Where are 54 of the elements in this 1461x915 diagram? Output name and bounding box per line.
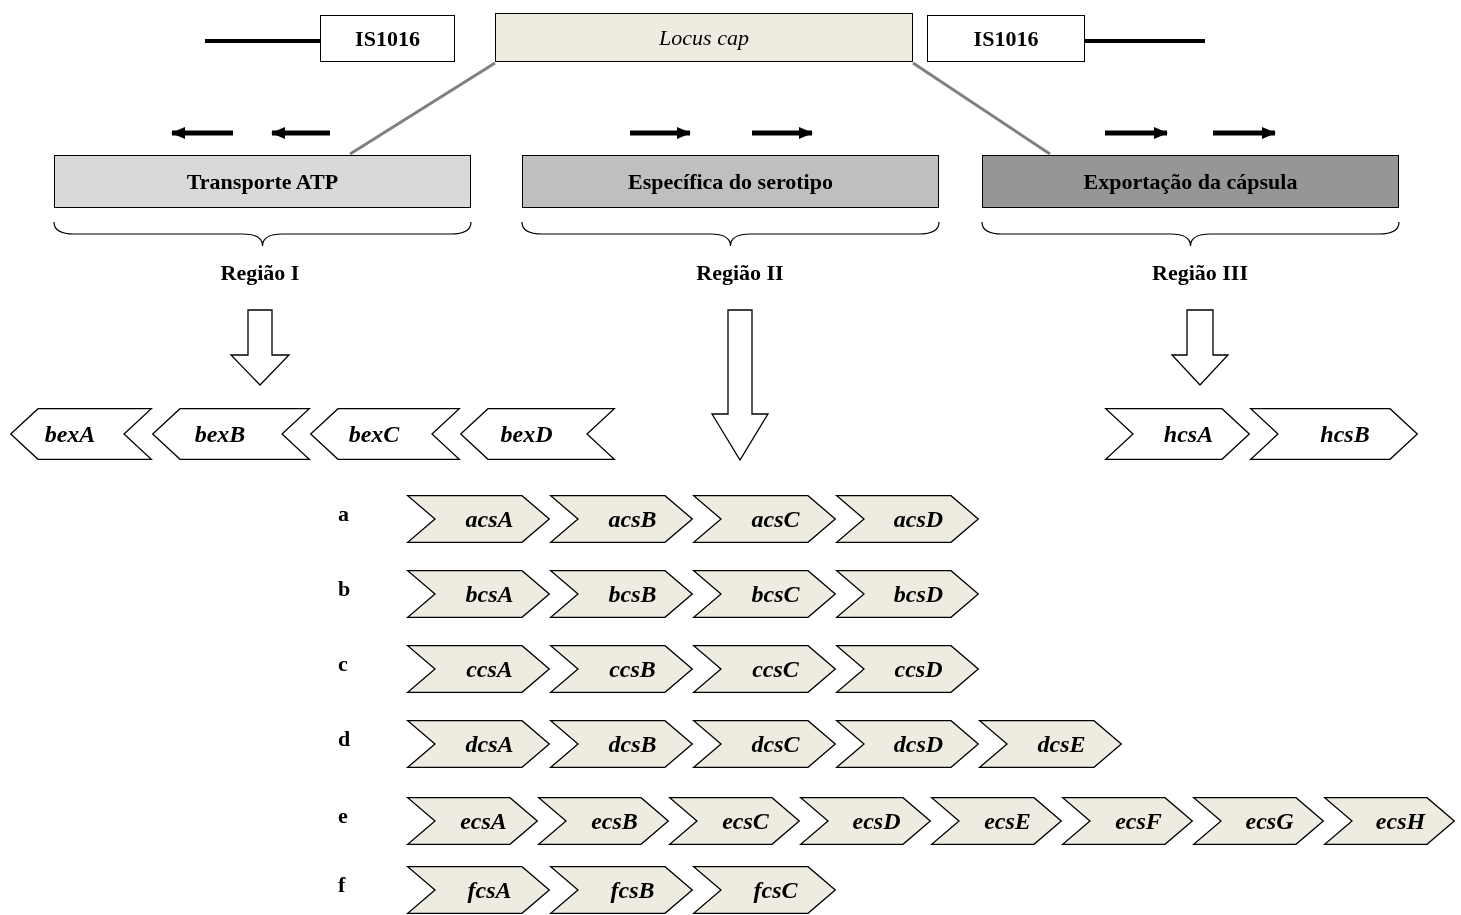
gene-region-box: Específica do serotipo xyxy=(522,155,939,208)
gene-segment: bcsA xyxy=(407,570,550,618)
gene-segment: acsC xyxy=(693,495,836,543)
gene-segment: fcsB xyxy=(550,866,693,914)
gene-segment: ccsB xyxy=(550,645,693,693)
gene-region-box: IS1016 xyxy=(927,15,1085,62)
gene-segment: bcsD xyxy=(836,570,979,618)
gene-segment: ecsC xyxy=(669,797,800,845)
gene-segment: dcsA xyxy=(407,720,550,768)
gene-region-box: Exportação da cápsula xyxy=(982,155,1399,208)
gene-segment: bcsC xyxy=(693,570,836,618)
gene-region-box: Locus cap xyxy=(495,13,913,62)
row-letter: d xyxy=(338,726,351,752)
gene-segment: ecsG xyxy=(1193,797,1324,845)
region-label: Região II xyxy=(660,255,820,291)
gene-segment: ecsA xyxy=(407,797,538,845)
gene-segment: bexC xyxy=(310,408,460,460)
row-letter: e xyxy=(338,803,348,829)
gene-segment: ecsF xyxy=(1062,797,1193,845)
gene-segment: hcsB xyxy=(1250,408,1418,460)
region-label: Região I xyxy=(180,255,340,291)
connector-line xyxy=(912,61,1051,156)
gene-segment: ecsE xyxy=(931,797,1062,845)
gene-region-box: Transporte ATP xyxy=(54,155,471,208)
gene-segment: dcsB xyxy=(550,720,693,768)
gene-segment: fcsA xyxy=(407,866,550,914)
hollow-arrow xyxy=(1170,309,1230,386)
gene-segment: bexB xyxy=(152,408,310,460)
gene-segment: ccsD xyxy=(836,645,979,693)
gene-segment: ccsC xyxy=(693,645,836,693)
row-letter: c xyxy=(338,651,348,677)
gene-region-box: IS1016 xyxy=(320,15,455,62)
gene-segment: bexA xyxy=(10,408,152,460)
gene-segment: dcsD xyxy=(836,720,979,768)
gene-segment: acsA xyxy=(407,495,550,543)
region-label: Região III xyxy=(1120,255,1280,291)
row-letter: b xyxy=(338,576,351,602)
row-letter: f xyxy=(338,872,346,898)
hollow-arrow xyxy=(229,309,291,386)
gene-segment: bexD xyxy=(460,408,615,460)
gene-segment: dcsC xyxy=(693,720,836,768)
hollow-arrow xyxy=(710,309,770,462)
gene-segment: dcsE xyxy=(979,720,1122,768)
gene-segment: ecsB xyxy=(538,797,669,845)
gene-segment: ecsH xyxy=(1324,797,1455,845)
gene-segment: ccsA xyxy=(407,645,550,693)
gene-segment: bcsB xyxy=(550,570,693,618)
gene-segment: acsB xyxy=(550,495,693,543)
row-letter: a xyxy=(338,501,349,527)
gene-segment: acsD xyxy=(836,495,979,543)
gene-segment: fcsC xyxy=(693,866,836,914)
gene-segment: hcsA xyxy=(1105,408,1250,460)
connector-line xyxy=(349,61,496,156)
gene-segment: ecsD xyxy=(800,797,931,845)
